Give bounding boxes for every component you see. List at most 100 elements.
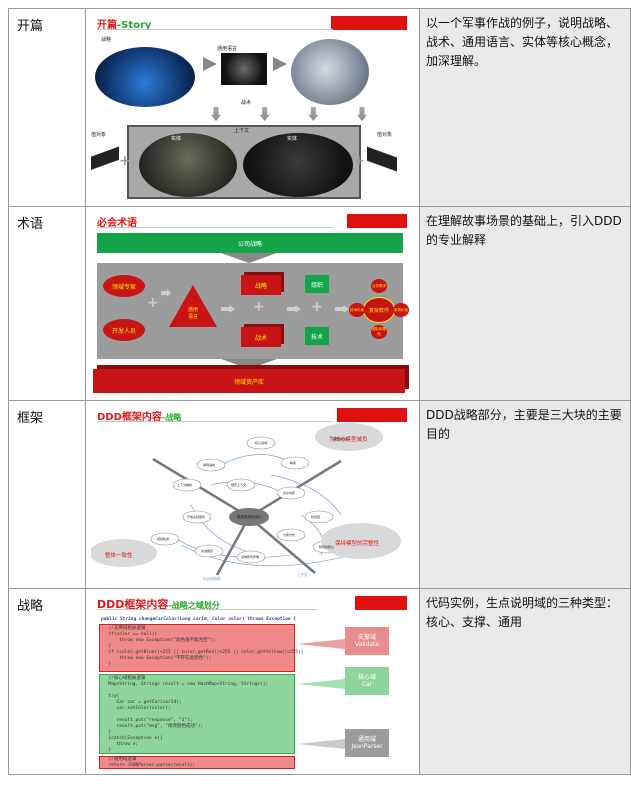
plus-icon: + [119, 153, 131, 169]
table-row: 开篇 开篇-Story 战略 通用语言 战术 [8, 8, 631, 207]
diagram-node-label: 演进顺序 [201, 549, 214, 553]
description-cell: DDD战略部分，主要是三大块的主要目的 [419, 400, 631, 589]
company-strategy-bar: 公司战略 [97, 233, 403, 253]
core-code-block [99, 674, 295, 754]
hub-satellite: 业务需求 [371, 279, 387, 293]
pointer-arrow [297, 639, 345, 649]
redaction-bar [337, 408, 407, 422]
fleet-image [291, 39, 369, 105]
row-label-cell: 框架 [8, 400, 86, 589]
diagram-label: 上下文 [234, 128, 250, 134]
row-label: 开篇 [17, 19, 44, 34]
redaction-bar [355, 596, 407, 610]
row-label: 战略 [17, 599, 44, 614]
diagram-node-label: 隔离的核心 [319, 545, 335, 549]
pointer-arrow [297, 679, 345, 689]
code-signature: public String changeCarColor(Long carId,… [101, 617, 297, 622]
support-code: //支撑域相关逻辑 if(color == null){ throw new E… [108, 626, 304, 667]
complex-software-hub: 复杂软件 [363, 297, 395, 323]
core-code: //核心域相关逻辑 Map<String, String> result = n… [108, 676, 269, 753]
generic-code-block [99, 756, 295, 769]
table-row: 术语 必会术语 公司战略 领域专家 开发人员 + 通用 语言 战略 + 战术 [8, 206, 631, 401]
title-underline [97, 29, 333, 30]
diagram-label: 实体 [287, 136, 298, 142]
diagram-node-label: 精炼 [290, 461, 297, 465]
arrow-right-icon [203, 57, 217, 71]
axis-label: 大比例结构 [203, 577, 221, 581]
hub-satellite: 团队和角色 [371, 325, 387, 339]
diagram-node-label: 通用语言 [203, 463, 216, 467]
slide-title: 开篇-Story [97, 20, 152, 31]
table-row: 框架 DDD框架内容-战略 [8, 400, 631, 589]
diagram-label: 值对象 [377, 132, 393, 138]
diagram-label: 值对象 [91, 132, 107, 138]
callout-core: 为核心模型减负 [329, 437, 368, 443]
diagram-label: 通用语言 [217, 46, 238, 52]
developer-node: 开发人员 [103, 319, 145, 341]
arrow-right-icon [335, 305, 349, 313]
row-label-cell: 开篇 [8, 8, 86, 207]
tactics-node: 战术 [241, 327, 281, 347]
diagram-node-label: 核心领域 [255, 441, 268, 445]
title-underline [97, 609, 317, 610]
generic-code: //通用域逻辑 return JSONParser.parse(result); [108, 757, 196, 768]
slide-cell: 必会术语 公司战略 领域专家 开发人员 + 通用 语言 战略 + 战术 组织 + [85, 206, 420, 401]
diagram-node-label: 突出的核心 [333, 437, 349, 441]
arrow-down-icon [221, 253, 277, 263]
slide-title: DDD框架内容-战略 [97, 412, 182, 423]
domain-asset-bar: 领域资产库 [93, 369, 405, 393]
callout-consistency: 整体一致性 [105, 553, 133, 559]
slide-framework: DDD框架内容-战略 [91, 405, 413, 585]
diagram-node-label: 开放主机服务 [187, 515, 206, 519]
arrow-right-icon [273, 57, 287, 71]
rifle-image [367, 143, 397, 179]
content-table: 开篇 开篇-Story 战略 通用语言 战术 [8, 8, 631, 775]
arrow-right-icon [287, 305, 301, 313]
down-arrows [211, 107, 367, 121]
arrow-down-icon [221, 359, 277, 369]
slide-title: 必会术语 [97, 218, 137, 229]
hub-satellite: 架构约束 [393, 303, 409, 317]
command-center-image [95, 47, 195, 107]
redaction-bar [331, 16, 407, 30]
row-label-cell: 战略 [8, 588, 86, 775]
row-label: 术语 [17, 217, 44, 232]
title-underline [97, 227, 333, 228]
rifle-image [91, 143, 119, 177]
slide-cell: DDD框架内容-战略 [85, 400, 420, 589]
slide-cell: DDD框架内容-战略之域划分 public String changeCarCo… [85, 588, 420, 775]
description-cell: 在理解故事场景的基础上，引入DDD的专业解释 [419, 206, 631, 401]
technology-node: 技术 [305, 327, 329, 345]
diagram-node-label: 分离方式 [283, 533, 296, 537]
strategy-node: 战略 [241, 275, 281, 295]
slide-cell: 开篇-Story 战略 通用语言 战术 上下文 值对 [85, 8, 420, 207]
table-row: 战略 DDD框架内容-战略之域划分 public String changeCa… [8, 588, 631, 775]
strategy-map-diagram [91, 423, 401, 576]
row-label: 框架 [17, 411, 44, 426]
monster-image [139, 133, 237, 197]
diagram-node-label: 共享内核 [283, 491, 296, 495]
center-label: 模型驱动的设计 [237, 515, 262, 519]
organization-node: 组织 [305, 275, 329, 293]
diagram-label: 战术 [241, 100, 252, 106]
slide-terms: 必会术语 公司战略 领域专家 开发人员 + 通用 语言 战略 + 战术 组织 + [91, 211, 413, 397]
diagram-node-label: 领域愿景声明 [241, 555, 260, 559]
row-description: 代码实例，生点说明域的三种类型：核心、支撑、通用 [426, 596, 619, 629]
diagram-node-label: 防腐层 [311, 515, 321, 519]
plus-icon: + [311, 299, 323, 315]
axis-label: 上下文 [297, 573, 308, 577]
arrow-right-icon [221, 305, 235, 313]
redaction-bar [347, 214, 407, 228]
slide-story: 开篇-Story 战略 通用语言 战术 上下文 值对 [91, 13, 413, 203]
plus-icon: + [147, 295, 159, 311]
soldiers-image [243, 133, 353, 197]
row-description: DDD战略部分，主要是三大块的主要目的 [426, 408, 622, 441]
diagram-node-label: 上下文映射 [177, 483, 193, 487]
arrow-down-icon [308, 107, 319, 121]
diagram-label: 战略 [101, 37, 112, 43]
hub-satellite: 技术约束 [349, 303, 365, 317]
row-description: 以一个军事作战的例子，说明战略、战术、通用语言、实体等核心概念，加深理解。 [426, 16, 619, 68]
